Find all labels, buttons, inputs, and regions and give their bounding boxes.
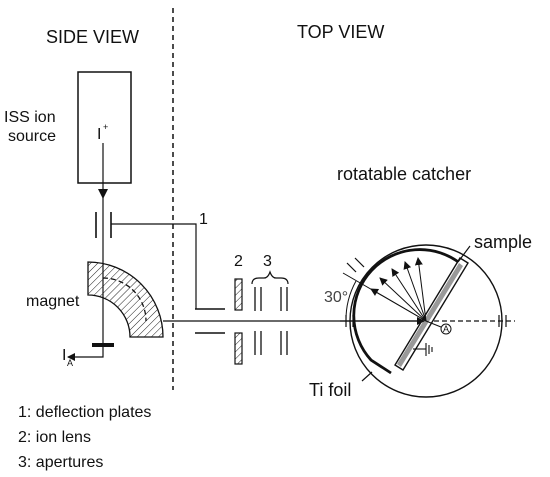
- scattered-ion-arrows: [370, 257, 427, 322]
- magnet-beam-path: [102, 277, 147, 322]
- ion-source-label-line1: ISS ion: [4, 109, 56, 126]
- callout-1-label: 1: [199, 211, 208, 228]
- top-view-heading: TOP VIEW: [297, 22, 384, 42]
- callout-3-label: 3: [263, 253, 272, 270]
- ammeter-label: A: [443, 324, 449, 334]
- sample-pointer: [457, 245, 471, 263]
- catcher-label: rotatable catcher: [337, 164, 471, 184]
- side-view-heading: SIDE VIEW: [46, 27, 139, 47]
- ion-lens: 2: [234, 253, 243, 365]
- deflection-plates-top: [195, 308, 225, 334]
- rotatable-catcher: rotatable catcher 30°: [309, 164, 532, 400]
- angle-arc: [345, 280, 357, 322]
- ion-source-box: [77, 71, 132, 184]
- deflection-plates-side: [95, 212, 112, 238]
- foil-label: Ti foil: [309, 380, 351, 400]
- current-symbol: I: [62, 347, 66, 364]
- current-lead: [67, 347, 104, 361]
- legend: 1: deflection plates 2: ion lens 3: aper…: [18, 400, 151, 475]
- apertures: 3: [251, 253, 289, 355]
- angle-label: 30°: [324, 289, 348, 306]
- ammeter-circle: [440, 323, 452, 335]
- magnet: magnet: [26, 261, 164, 338]
- legend-item-ion-lens: 2: ion lens: [18, 429, 91, 446]
- sample-label: sample: [474, 232, 532, 252]
- ion-source-label-line2: source: [8, 128, 56, 145]
- legend-item-deflection-plates: 1: deflection plates: [18, 404, 152, 421]
- ion-charge: +: [103, 122, 108, 132]
- sample: [397, 263, 463, 367]
- foil-pointer: [361, 371, 373, 382]
- angle-ref-line: [342, 272, 427, 322]
- ion-source: ISS ion source I +: [4, 71, 132, 184]
- callout-1-line: [111, 223, 197, 309]
- ion-symbol: I: [97, 126, 101, 143]
- magnet-label: magnet: [26, 293, 80, 310]
- current-subscript: A: [67, 358, 73, 368]
- ti-foil: [352, 248, 462, 375]
- ground-icon: [413, 343, 433, 356]
- aperture-brace: [251, 270, 289, 285]
- beam-down-arrow-icon: [98, 189, 108, 199]
- callout-2-label: 2: [234, 253, 243, 270]
- legend-item-apertures: 3: apertures: [18, 454, 104, 471]
